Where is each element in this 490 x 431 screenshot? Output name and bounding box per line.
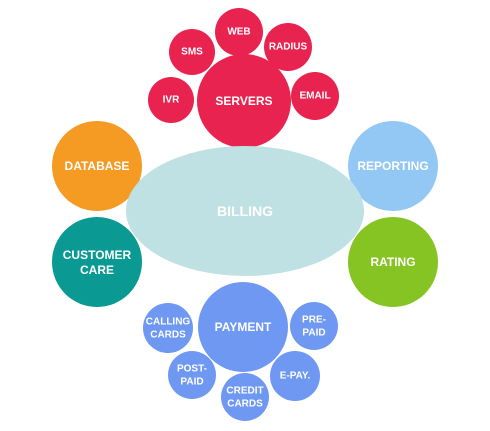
- customer-care-node: [52, 217, 142, 307]
- e-pay-label: E-PAY.: [280, 371, 311, 382]
- billing-label: BILLING: [217, 203, 273, 219]
- radius-node: [264, 23, 312, 71]
- post-paid-node: [168, 351, 216, 399]
- rating-node: [348, 217, 438, 307]
- post-paid-label-line2: PAID: [180, 377, 203, 388]
- servers-node: [197, 54, 291, 148]
- reporting-label: REPORTING: [357, 159, 428, 173]
- radius-label: RADIUS: [269, 42, 308, 53]
- sms-node: [169, 29, 215, 75]
- payment-node: [198, 282, 288, 372]
- side-nodes: DATABASE REPORTING CUSTOMER CARE RATING: [52, 121, 438, 307]
- calling-cards-label-line1: CALLING: [146, 317, 191, 328]
- payment-cluster: CALLING CARDS PRE- PAID POST- PAID E-PAY…: [143, 282, 338, 421]
- billing-center: BILLING: [126, 146, 364, 276]
- pre-paid-node: [290, 302, 338, 350]
- sms-label: SMS: [181, 47, 203, 58]
- billing-node: [126, 146, 364, 276]
- ivr-label: IVR: [163, 95, 180, 106]
- credit-cards-label-line2: CARDS: [227, 399, 263, 410]
- post-paid-label-line1: POST-: [177, 364, 207, 375]
- pre-paid-label-line2: PAID: [302, 328, 325, 339]
- payment-label: PAYMENT: [215, 320, 272, 334]
- ivr-node: [148, 77, 194, 123]
- email-node: [291, 72, 339, 120]
- customer-care-label-line2: CARE: [80, 263, 114, 277]
- email-label: EMAIL: [299, 91, 330, 102]
- rating-label: RATING: [370, 255, 415, 269]
- pre-paid-label-line1: PRE-: [302, 315, 326, 326]
- database-node: [52, 121, 142, 211]
- reporting-node: [348, 121, 438, 211]
- calling-cards-node: [143, 303, 193, 353]
- database-label: DATABASE: [65, 159, 130, 173]
- e-pay-node: [270, 351, 320, 401]
- credit-cards-node: [221, 373, 269, 421]
- calling-cards-label-line2: CARDS: [150, 330, 186, 341]
- web-node: [215, 8, 263, 56]
- credit-cards-label-line1: CREDIT: [226, 386, 263, 397]
- customer-care-label-line1: CUSTOMER: [63, 248, 132, 262]
- web-label: WEB: [227, 27, 250, 38]
- servers-label: SERVERS: [215, 94, 272, 108]
- servers-cluster: WEB SMS RADIUS IVR EMAIL SERVERS: [148, 8, 339, 148]
